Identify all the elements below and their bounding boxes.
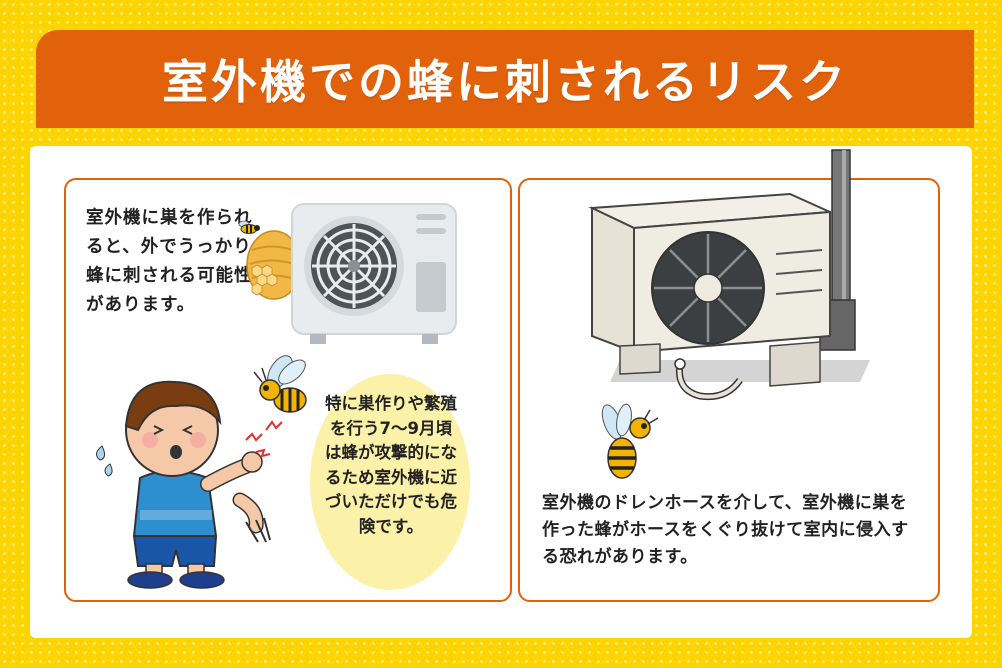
small-bee-icon bbox=[238, 220, 260, 234]
child-illustration bbox=[96, 380, 283, 589]
warning-text: 特に巣作りや繁殖を行う7～9月頃は蜂が攻撃的になるため室外機に近づいただけでも危… bbox=[325, 394, 457, 536]
right-card: 室外機のドレンホースを介して、室外機に巣を作った蜂がホースをくぐり抜けて室内に侵… bbox=[518, 149, 940, 602]
title-banner: 室外機での蜂に刺されるリスク bbox=[36, 30, 974, 128]
air-conditioner-drain-hose-illustration bbox=[588, 149, 870, 401]
left-card: 室外機に巣を作られると、外でうっかり蜂に刺される可能性があります。 bbox=[64, 178, 512, 602]
intro-text: 室外機に巣を作られると、外でうっかり蜂に刺される可能性があります。 bbox=[86, 208, 253, 315]
air-conditioner-icon bbox=[291, 203, 457, 344]
content-panel: 室外機に巣を作られると、外でうっかり蜂に刺される可能性があります。 bbox=[30, 146, 972, 638]
hornet-icon bbox=[253, 355, 307, 413]
warning-bubble: 特に巣作りや繁殖を行う7～9月頃は蜂が攻撃的になるため室外機に近づいただけでも危… bbox=[310, 374, 470, 590]
drain-hose-risk-text: 室外機のドレンホースを介して、室外機に巣を作った蜂がホースをくぐり抜けて室内に侵… bbox=[542, 493, 909, 567]
page-title: 室外機での蜂に刺されるリスク bbox=[162, 55, 848, 109]
hornet-icon bbox=[601, 403, 659, 479]
